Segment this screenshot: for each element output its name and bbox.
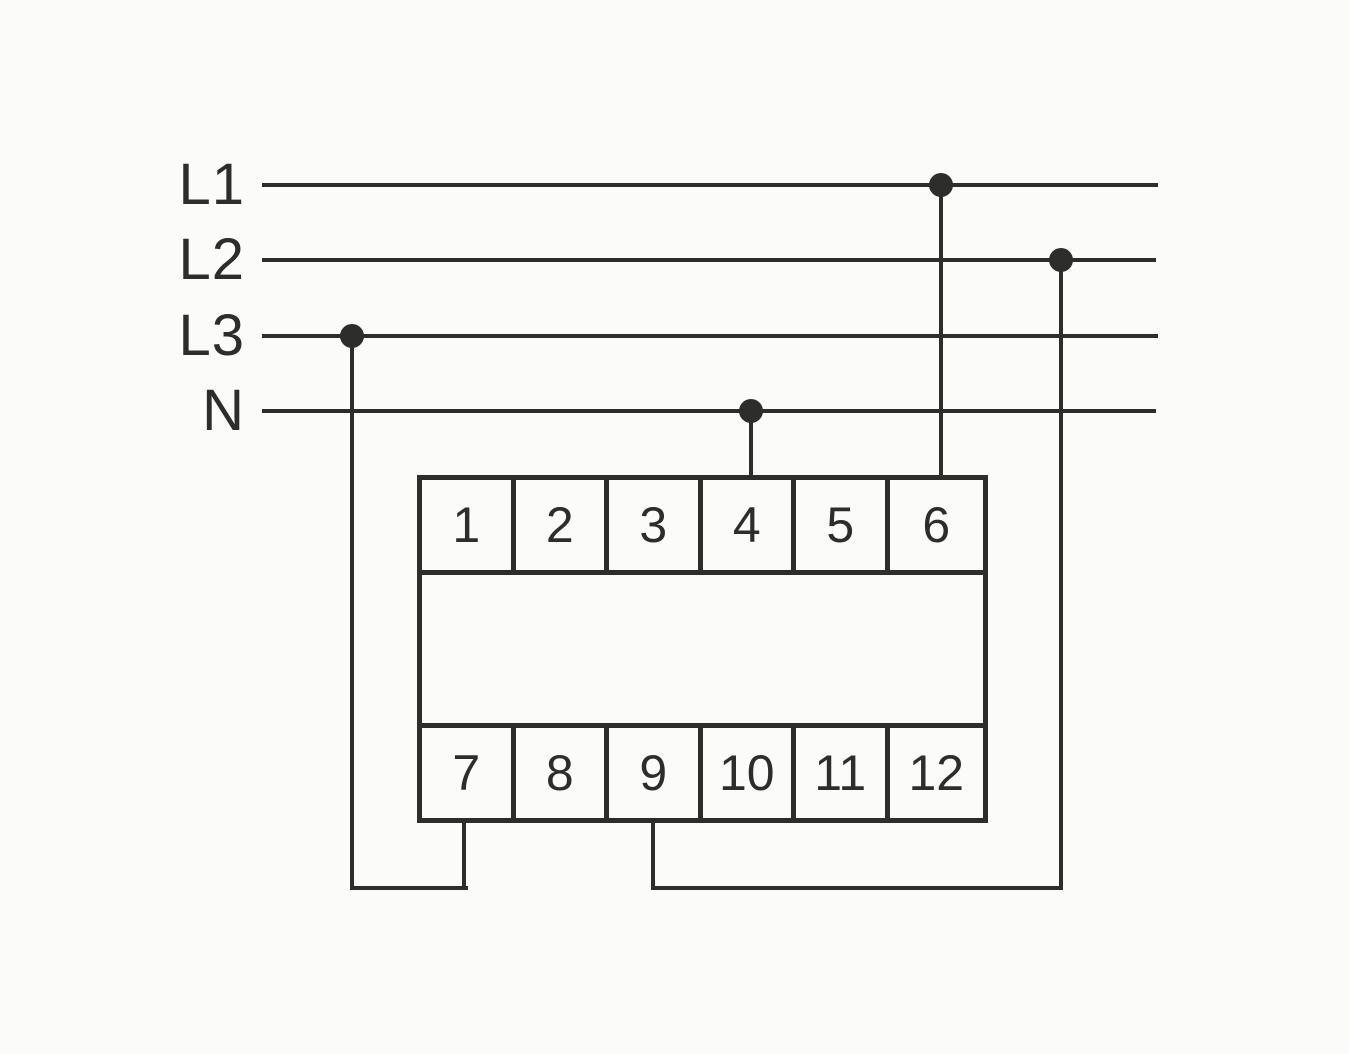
wire-l1-to-terminal-6 — [939, 185, 943, 479]
terminal-cell-8: 8 — [516, 728, 609, 818]
terminal-cell-3: 3 — [609, 480, 703, 570]
terminal-cell-9: 9 — [609, 728, 703, 818]
bus-label-n: N — [202, 378, 245, 443]
wire-l3-to-terminal-7-run — [350, 886, 468, 890]
junction-dot-n — [739, 399, 763, 423]
junction-dot-l1 — [929, 173, 953, 197]
bus-line-l3 — [262, 334, 1158, 338]
junction-dot-l3 — [340, 324, 364, 348]
terminal-cell-1: 1 — [422, 480, 516, 570]
bus-line-l1 — [262, 183, 1158, 187]
terminal-row-bottom: 7 8 9 10 11 12 — [422, 723, 983, 818]
device-body: 1 2 3 4 5 6 7 8 9 10 11 12 — [417, 475, 988, 823]
bus-label-l2: L2 — [178, 227, 245, 292]
wire-l3-down — [350, 336, 354, 890]
terminal-row-top: 1 2 3 4 5 6 — [422, 480, 983, 575]
wire-n-to-terminal-4 — [749, 411, 753, 479]
bus-label-l1: L1 — [178, 152, 245, 217]
wire-l2-down — [1059, 260, 1063, 890]
wire-l2-to-terminal-9-run — [651, 886, 1063, 890]
terminal-cell-2: 2 — [516, 480, 609, 570]
terminal-cell-5: 5 — [796, 480, 890, 570]
terminal-cell-7: 7 — [422, 728, 516, 818]
bus-line-n — [262, 409, 1156, 413]
junction-dot-l2 — [1049, 248, 1073, 272]
bus-line-l2 — [262, 258, 1156, 262]
bus-label-l3: L3 — [178, 303, 245, 368]
terminal-cell-4: 4 — [703, 480, 796, 570]
device-middle-panel — [422, 575, 983, 723]
terminal-cell-6: 6 — [922, 497, 951, 553]
terminal-cell-12: 12 — [908, 745, 965, 801]
terminal-9-stub — [651, 820, 655, 890]
terminal-7-stub — [462, 820, 466, 890]
terminal-cell-10: 10 — [703, 728, 796, 818]
terminal-cell-11: 11 — [796, 728, 890, 818]
